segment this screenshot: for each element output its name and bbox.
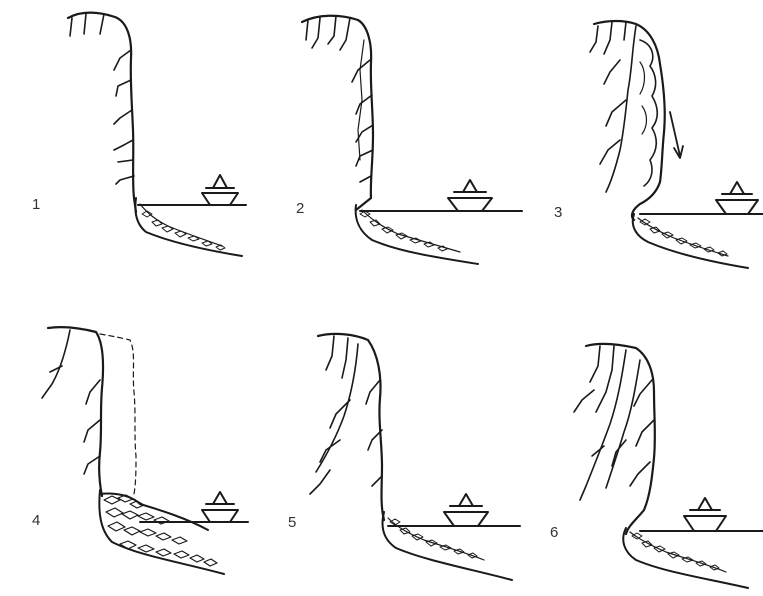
talus-debris [135, 198, 242, 256]
cliff-face [302, 16, 373, 210]
panel-6 [574, 344, 763, 588]
panel-2 [302, 16, 522, 264]
panel-4 [42, 327, 248, 574]
panel-1 [68, 13, 246, 256]
talus-debris [99, 490, 224, 574]
cliff-face [310, 334, 384, 520]
talus-debris [356, 205, 478, 264]
panel-number-4: 4 [32, 512, 40, 529]
panel-number-2: 2 [296, 200, 304, 217]
panel-number-3: 3 [554, 204, 562, 221]
cliff-face [590, 21, 665, 220]
boat-icon [684, 498, 726, 531]
boat-icon [202, 175, 238, 205]
cliff-face [68, 13, 136, 212]
panel-5 [310, 334, 520, 580]
boat-icon [202, 492, 238, 522]
boat-icon [448, 180, 492, 211]
panel-number-6: 6 [550, 524, 558, 541]
cliff-face [42, 327, 136, 496]
motion-arrow [670, 112, 683, 158]
cliff-face [574, 344, 655, 534]
panel-number-5: 5 [288, 514, 296, 531]
boat-icon [444, 494, 488, 526]
panel-3 [590, 21, 763, 268]
talus-debris [383, 512, 513, 580]
panel-number-1: 1 [32, 196, 40, 213]
talus-debris [633, 214, 748, 268]
boat-icon [716, 182, 758, 214]
talus-debris [623, 528, 748, 588]
